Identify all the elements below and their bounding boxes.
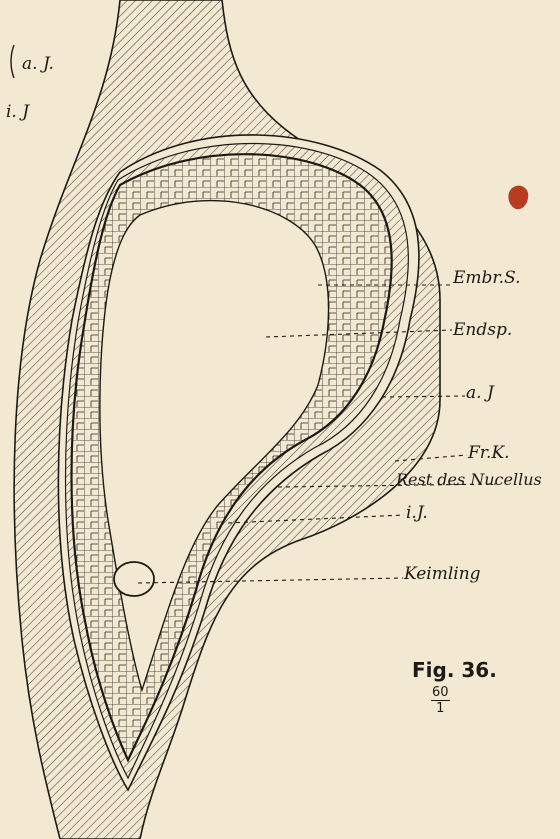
label-inner-integument: i.J.	[406, 505, 428, 522]
bracket-marker	[11, 45, 14, 78]
ink-stain	[508, 186, 528, 210]
figure-caption: Fig. 36.	[412, 660, 497, 680]
label-outer-integument: a. J	[466, 385, 494, 402]
embryo-shape	[114, 562, 154, 596]
label-outer-integument-top: a. J.	[22, 56, 54, 73]
scale-fraction: 60 1	[431, 686, 450, 715]
label-inner-integument-top: i. J	[6, 104, 29, 121]
label-nucellus-remnant: Rest des Nucellus	[396, 472, 542, 488]
label-endosperm: Endsp.	[453, 322, 512, 339]
label-embryo-sac: Embr.S.	[453, 270, 521, 287]
scale-denominator: 1	[431, 701, 450, 715]
scale-numerator: 60	[431, 686, 450, 701]
label-fruit-coat: Fr.K.	[468, 445, 510, 462]
label-embryo: Keimling	[404, 566, 481, 583]
